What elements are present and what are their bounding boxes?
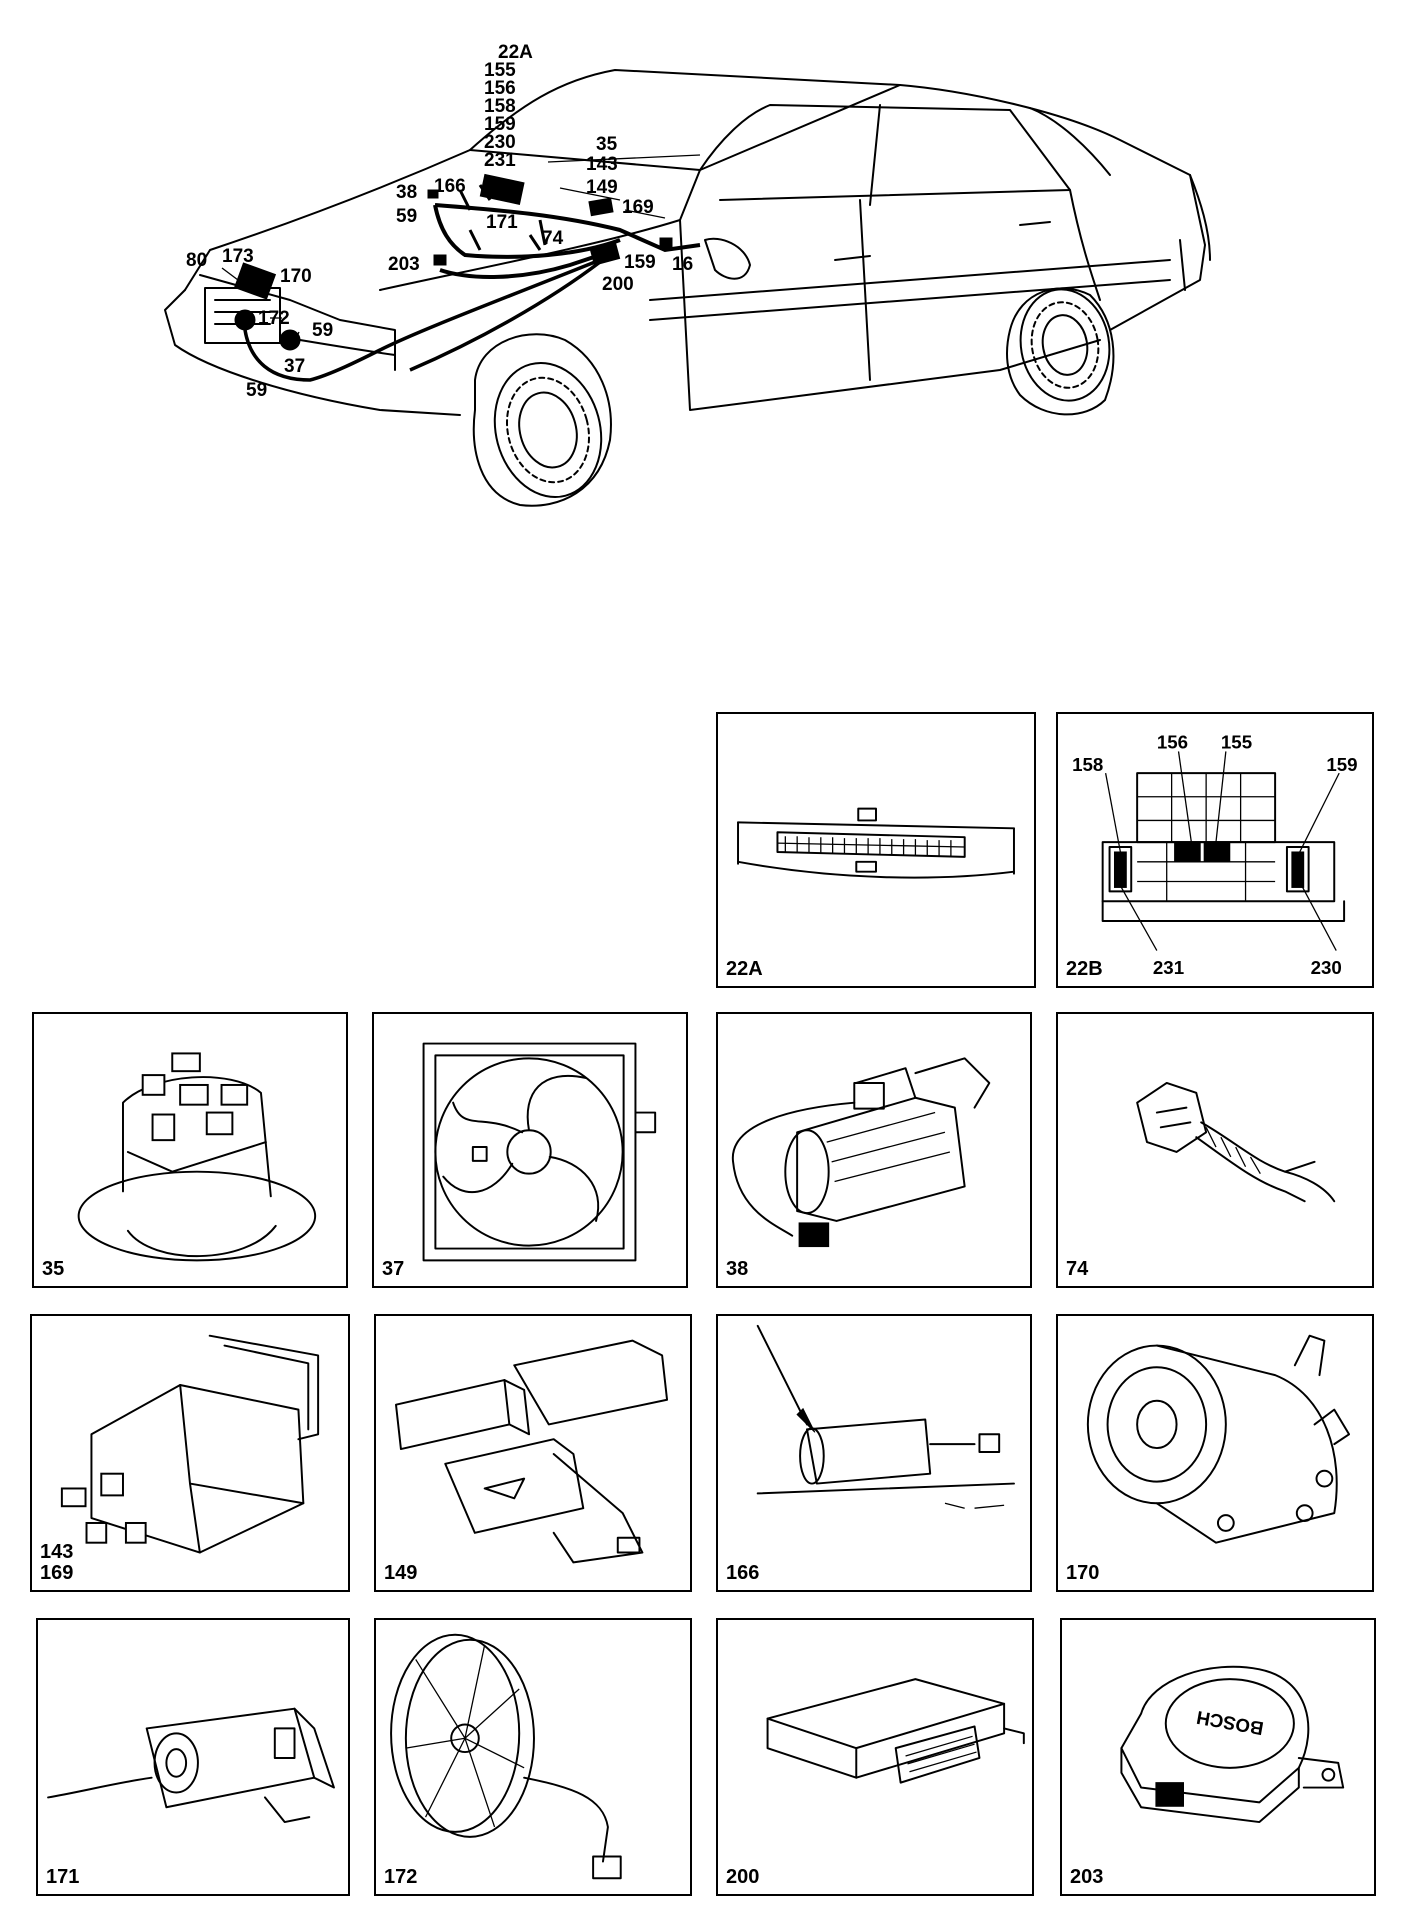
label-159: 159 bbox=[1326, 754, 1357, 775]
label-231: 231 bbox=[1153, 957, 1184, 978]
callout-38: 38 bbox=[396, 182, 417, 203]
radiator-fan-illustration bbox=[422, 1042, 657, 1262]
pressure-switch-illustration bbox=[47, 1707, 335, 1824]
callout-171: 171 bbox=[486, 212, 518, 233]
panel-171: 171 bbox=[36, 1618, 350, 1896]
callout-156: 156 bbox=[484, 78, 516, 99]
callout-59-top: 59 bbox=[396, 206, 417, 227]
panel-200: 200 bbox=[716, 1618, 1034, 1896]
control-unit-illustration bbox=[766, 1678, 1025, 1784]
panel-170: 170 bbox=[1056, 1314, 1374, 1592]
panel-label: 35 bbox=[42, 1258, 65, 1280]
callout-166: 166 bbox=[434, 176, 466, 197]
relay-box-illustration: 156 155 158 159 231 230 bbox=[1072, 731, 1357, 978]
panel-label: 170 bbox=[1066, 1562, 1100, 1584]
fuse-box-illustration bbox=[737, 807, 1015, 879]
callout-173: 173 bbox=[222, 246, 254, 267]
ac-compressor-illustration bbox=[1086, 1334, 1351, 1544]
component-markers bbox=[233, 173, 673, 351]
panel-37: 37 bbox=[372, 1012, 688, 1288]
callout-59-mid: 59 bbox=[312, 320, 333, 341]
callout-230: 230 bbox=[484, 132, 516, 153]
callout-231: 231 bbox=[484, 150, 516, 171]
callout-159-lower: 159 bbox=[624, 252, 656, 273]
panel-label: 143 169 bbox=[40, 1541, 74, 1584]
callout-172: 172 bbox=[258, 308, 290, 329]
callout-74: 74 bbox=[542, 228, 564, 249]
label-158: 158 bbox=[1072, 754, 1103, 775]
label-230: 230 bbox=[1311, 957, 1342, 978]
callout-158: 158 bbox=[484, 96, 516, 117]
connector-illustration bbox=[1136, 1082, 1336, 1203]
callout-80: 80 bbox=[186, 250, 207, 271]
panel-35: 35 bbox=[32, 1012, 348, 1288]
callout-149: 149 bbox=[586, 177, 618, 198]
panel-label: 166 bbox=[726, 1562, 760, 1584]
panel-38: 38 bbox=[716, 1012, 1032, 1288]
panel-label: 37 bbox=[382, 1258, 405, 1280]
panel-166: 166 bbox=[716, 1314, 1032, 1592]
relay-block-illustration bbox=[60, 1334, 320, 1554]
panel-label: 200 bbox=[726, 1866, 760, 1888]
panel-label: 74 bbox=[1066, 1258, 1089, 1280]
callout-170: 170 bbox=[280, 266, 312, 287]
car-body-outline bbox=[164, 69, 1211, 507]
label-155: 155 bbox=[1221, 731, 1252, 752]
relay-illustration bbox=[77, 1052, 317, 1262]
panel-label: 149 bbox=[384, 1562, 418, 1584]
panel-label: 22A bbox=[726, 958, 763, 980]
callout-22a: 22A bbox=[498, 42, 533, 63]
callout-numbers: 22A 155 156 158 159 230 231 35 143 149 3… bbox=[186, 42, 693, 401]
electric-fan-illustration bbox=[390, 1633, 622, 1880]
starter-motor-illustration bbox=[732, 1057, 991, 1248]
callout-16: 16 bbox=[672, 254, 693, 275]
panel-label: 171 bbox=[46, 1866, 80, 1888]
panel-22b: 156 155 158 159 231 230 22B bbox=[1056, 712, 1374, 988]
panel-22a: 22A bbox=[716, 712, 1036, 988]
panel-label: 172 bbox=[384, 1866, 418, 1888]
wiring-harness bbox=[243, 184, 701, 382]
callout-leaders bbox=[221, 154, 701, 341]
callout-200: 200 bbox=[602, 274, 634, 295]
callout-159: 159 bbox=[484, 114, 516, 135]
panel-label: 203 bbox=[1070, 1866, 1104, 1888]
car-overview-diagram: 22A 155 156 158 159 230 231 35 143 149 3… bbox=[164, 42, 1211, 507]
brand-logo-text: BOSCH bbox=[1195, 1707, 1265, 1739]
callout-59-bottom: 59 bbox=[246, 380, 267, 401]
bracket-illustration bbox=[395, 1339, 669, 1564]
panel-172: 172 bbox=[374, 1618, 692, 1896]
panel-74: 74 bbox=[1056, 1012, 1374, 1288]
callout-169: 169 bbox=[622, 197, 654, 218]
panel-label: 38 bbox=[726, 1258, 749, 1280]
throttle-sensor-illustration: BOSCH bbox=[1120, 1665, 1345, 1824]
callout-203: 203 bbox=[388, 254, 420, 275]
callout-155: 155 bbox=[484, 60, 516, 81]
panel-label: 22B bbox=[1066, 958, 1103, 980]
panel-143-169: 143 169 bbox=[30, 1314, 350, 1592]
callout-35: 35 bbox=[596, 134, 618, 155]
fuel-pump-illustration bbox=[756, 1324, 1015, 1509]
callout-37: 37 bbox=[284, 356, 305, 377]
panel-203: BOSCH 203 bbox=[1060, 1618, 1376, 1896]
callout-143: 143 bbox=[586, 154, 618, 175]
panel-149: 149 bbox=[374, 1314, 692, 1592]
label-156: 156 bbox=[1157, 731, 1188, 752]
